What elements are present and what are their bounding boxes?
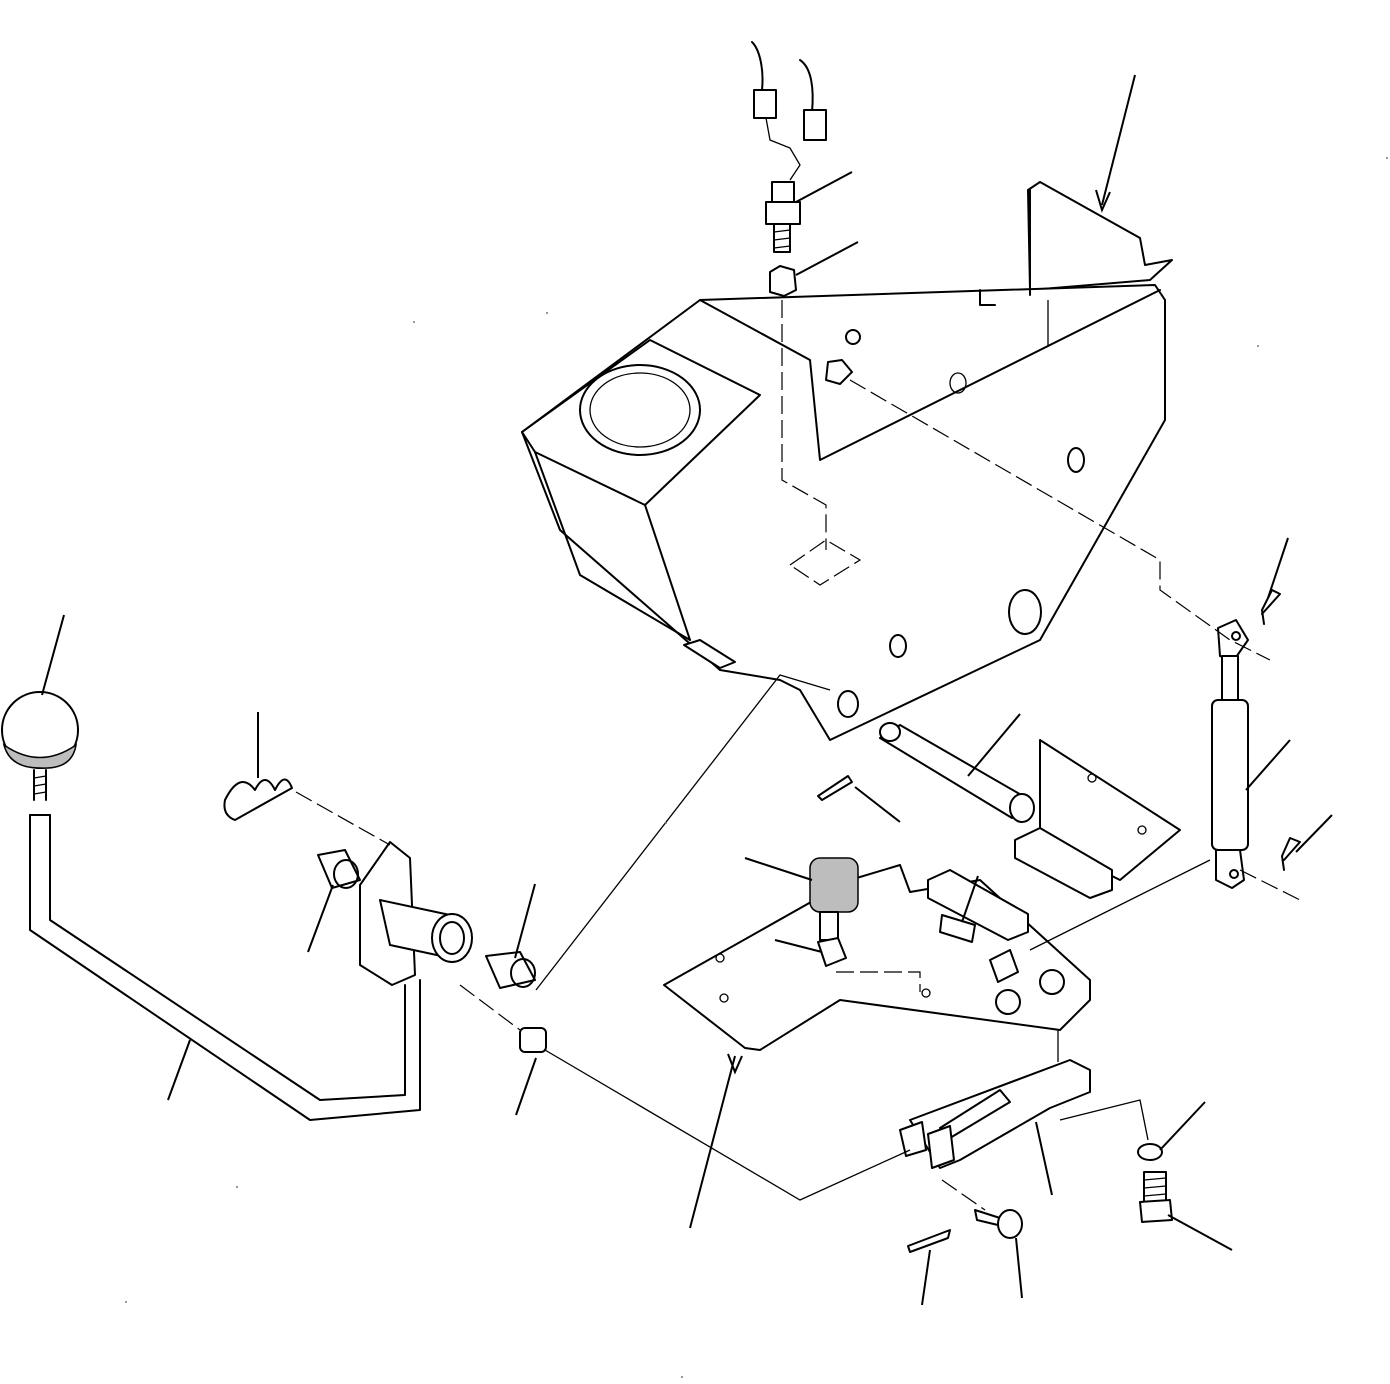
switch-assembly: [751, 41, 862, 586]
scan-specks: [125, 157, 1388, 1378]
assembly-lines: [295, 379, 1301, 1211]
gas-strut: [1211, 589, 1301, 889]
lever-assembly: [1, 691, 547, 1121]
console-housing: [521, 181, 1173, 741]
leader-lines: [41, 74, 1333, 1306]
base-plate: [663, 739, 1181, 1051]
shaft-and-link: [817, 722, 1173, 1253]
